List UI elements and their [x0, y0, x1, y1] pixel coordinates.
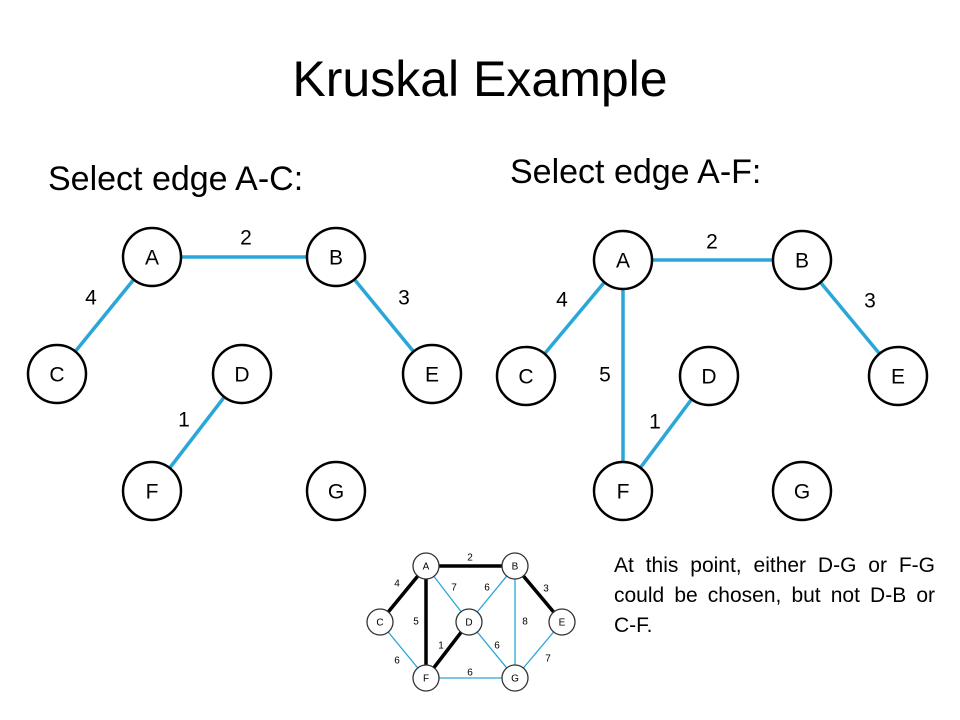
full-weight-c-f: 6	[394, 656, 400, 667]
full-weight-b-e: 3	[543, 584, 549, 595]
full-node-d	[455, 608, 483, 636]
left-node-a	[121, 226, 183, 288]
full-weight-a-d: 7	[451, 583, 457, 594]
right-node-a	[592, 229, 654, 291]
left-weight-d-f: 1	[178, 409, 190, 432]
right-node-f	[592, 460, 654, 522]
full-node-a	[412, 552, 440, 580]
full-weight-a-c: 4	[394, 579, 400, 590]
left-node-g	[305, 460, 367, 522]
right-node-label-d: D	[701, 366, 716, 389]
left-node-d	[211, 343, 273, 405]
full-node-label-d: D	[465, 618, 472, 629]
right-node-label-f: F	[617, 481, 630, 504]
right-node-label-c: C	[518, 366, 533, 389]
full-weight-a-b: 2	[467, 553, 473, 564]
full-weight-d-f: 1	[438, 641, 444, 652]
left-node-label-f: F	[146, 481, 159, 504]
full-node-label-e: E	[559, 618, 566, 629]
full-weight-f-g: 6	[467, 668, 473, 679]
left-node-e	[401, 343, 463, 405]
slide-title: Kruskal Example	[292, 51, 668, 107]
full-node-label-f: F	[423, 674, 429, 685]
left-subtitle: Select edge A-C:	[48, 160, 304, 198]
left-weight-a-b: 2	[240, 227, 252, 250]
right-graph: 2 4 3 5 1 A B C D E F G	[495, 229, 929, 522]
right-subtitle: Select edge A-F:	[510, 153, 762, 191]
right-weight-a-c: 4	[556, 289, 568, 312]
right-node-d	[678, 345, 740, 407]
full-node-label-g: G	[511, 674, 519, 685]
right-node-label-e: E	[891, 366, 905, 389]
left-node-b	[305, 226, 367, 288]
left-node-label-g: G	[328, 481, 344, 504]
left-node-label-e: E	[425, 364, 439, 387]
right-node-b	[771, 229, 833, 291]
full-node-b	[501, 552, 529, 580]
full-node-c	[366, 608, 394, 636]
left-node-label-b: B	[329, 247, 343, 270]
full-node-label-c: C	[376, 618, 383, 629]
right-node-label-g: G	[794, 481, 810, 504]
left-node-c	[26, 343, 88, 405]
full-graph: 2 4 7 5 6 3 8 6 1 6 6 7 A B C D E F G	[366, 552, 576, 692]
full-node-e	[548, 608, 576, 636]
left-node-label-c: C	[49, 364, 64, 387]
explanation-note: At this point, either D-G or F-G could b…	[614, 554, 935, 637]
right-node-g	[771, 460, 833, 522]
right-node-e	[867, 345, 929, 407]
left-weight-a-c: 4	[85, 287, 97, 310]
full-weight-e-g: 7	[545, 654, 551, 665]
left-weight-b-e: 3	[398, 287, 410, 310]
full-weight-d-g: 6	[494, 641, 500, 652]
full-node-g	[501, 664, 529, 692]
full-node-f	[412, 664, 440, 692]
left-node-label-d: D	[234, 364, 249, 387]
left-node-label-a: A	[145, 247, 159, 270]
full-node-label-a: A	[423, 562, 430, 573]
right-weight-a-b: 2	[706, 231, 718, 254]
right-weight-d-f: 1	[649, 411, 661, 434]
left-node-f	[121, 460, 183, 522]
right-node-label-b: B	[795, 250, 809, 273]
right-weight-b-e: 3	[864, 290, 876, 313]
left-graph: 2 4 3 1 A B C D E F G	[26, 226, 463, 522]
right-node-label-a: A	[616, 250, 630, 273]
full-weight-a-f: 5	[413, 617, 419, 628]
full-weight-b-g: 8	[522, 617, 528, 628]
full-weight-b-d: 6	[484, 583, 490, 594]
full-node-label-b: B	[512, 562, 519, 573]
right-weight-a-f: 5	[599, 364, 611, 387]
right-node-c	[495, 345, 557, 407]
